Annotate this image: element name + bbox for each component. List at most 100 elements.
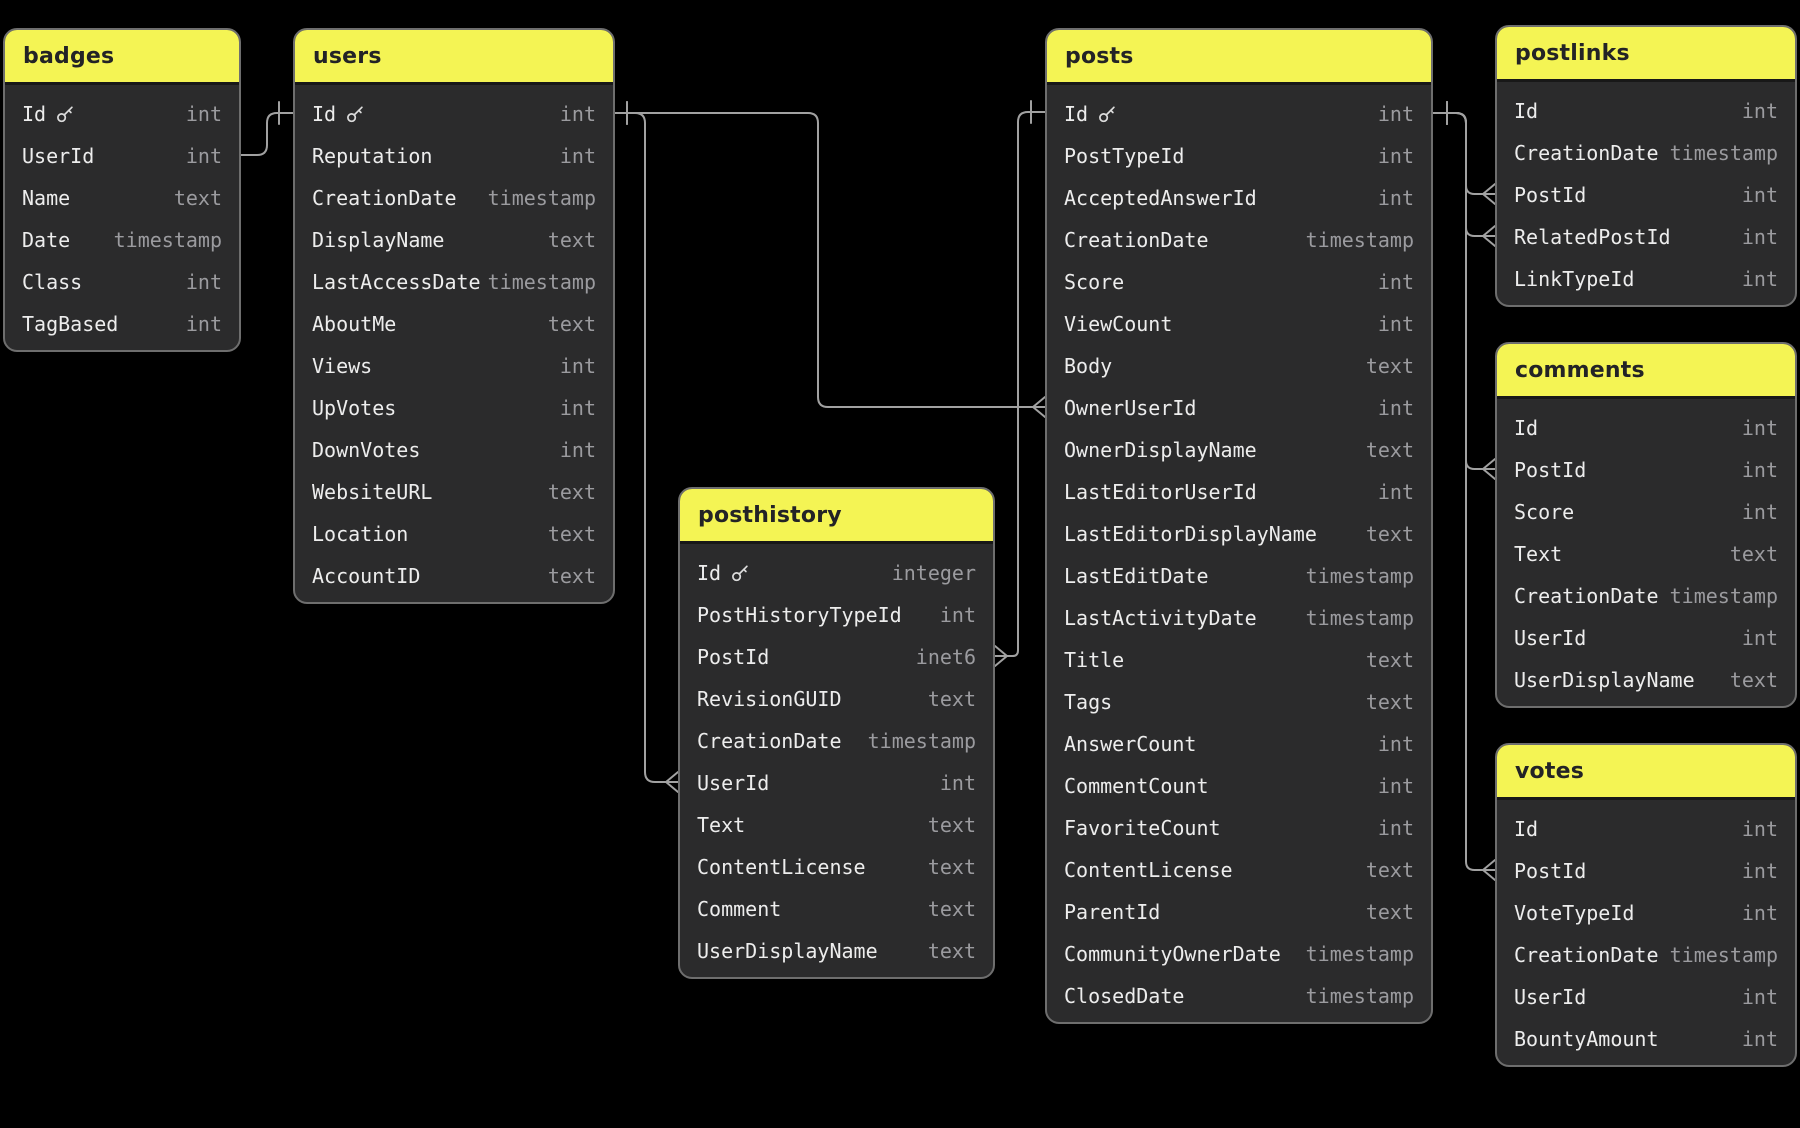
table-header-users[interactable]: users xyxy=(295,30,613,85)
table-header-posthistory[interactable]: posthistory xyxy=(680,489,993,544)
field-type: int xyxy=(559,354,596,378)
field-type: int xyxy=(1377,102,1414,126)
relationship-users.Id-badges.UserId[interactable] xyxy=(240,101,294,156)
field-name: Id xyxy=(1514,407,1538,449)
field-name-text: Id xyxy=(312,102,337,126)
primary-key-icon xyxy=(730,563,750,583)
field-name: Views xyxy=(312,345,372,387)
table-header-comments[interactable]: comments xyxy=(1497,344,1795,399)
table-header-posts[interactable]: posts xyxy=(1047,30,1431,85)
field-name: FavoriteCount xyxy=(1064,807,1221,849)
table-header-badges[interactable]: badges xyxy=(5,30,239,85)
field-type: int xyxy=(1377,774,1414,798)
field-type: int xyxy=(1377,144,1414,168)
relationship-posts.Id-posthistory.PostId[interactable] xyxy=(994,100,1046,667)
field-name-text: Tags xyxy=(1064,690,1113,714)
relationship-posts.Id-votes.PostId[interactable] xyxy=(1432,101,1496,881)
field-name-text: ViewCount xyxy=(1064,312,1173,336)
table-header-votes[interactable]: votes xyxy=(1497,745,1795,800)
field-name-text: PostHistoryTypeId xyxy=(697,603,902,627)
table-header-postlinks[interactable]: postlinks xyxy=(1497,27,1795,82)
field-users-Views[interactable]: Views int xyxy=(295,345,613,387)
relationship-users.Id-posthistory.UserId[interactable] xyxy=(614,101,679,793)
field-name-text: AboutMe xyxy=(312,312,397,336)
